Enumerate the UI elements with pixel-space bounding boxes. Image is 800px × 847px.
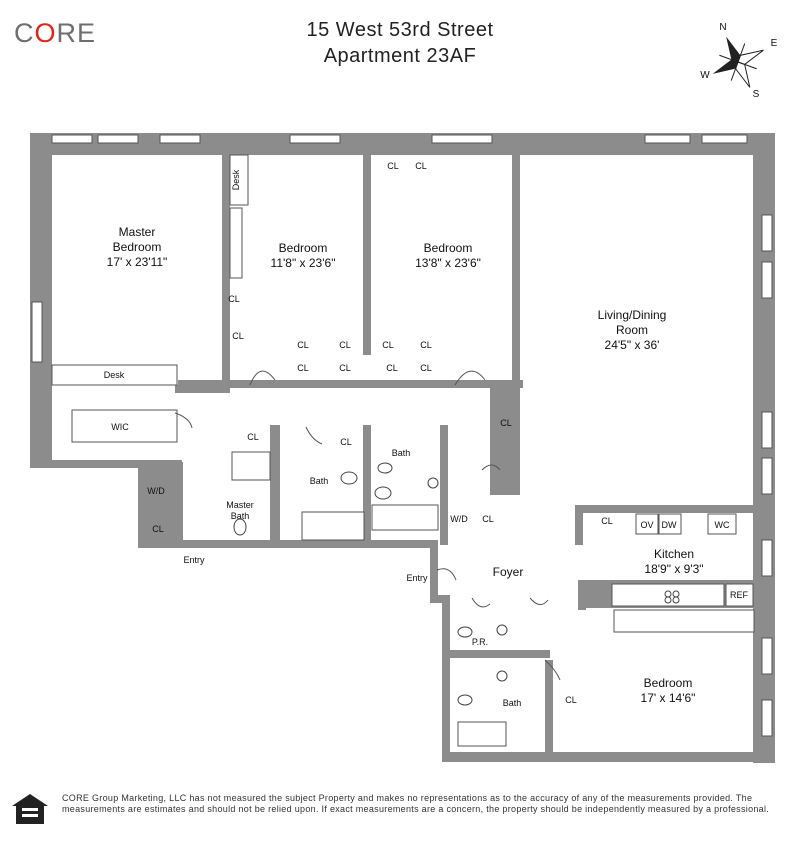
compass-w: W <box>700 70 710 81</box>
windows <box>31 134 773 737</box>
master-bath-label1: Master <box>226 500 254 510</box>
powder-room-label: P.R. <box>472 637 488 647</box>
closet-label: CL <box>420 363 432 373</box>
master-bedroom-name1: Master <box>119 225 156 239</box>
wine-cooler-label: WC <box>715 520 730 530</box>
closet-label: CL <box>500 418 512 428</box>
closet-label: CL <box>339 340 351 350</box>
master-bath-label2: Bath <box>231 511 250 521</box>
fixtures <box>51 154 755 747</box>
logo-text: CORE <box>14 18 97 48</box>
closet-label: CL <box>152 524 164 534</box>
closet-label: CL <box>297 363 309 373</box>
desk-label: Desk <box>104 370 125 380</box>
dishwasher-label: DW <box>662 520 677 530</box>
bedroom-2-dims: 11'8" x 23'6" <box>271 256 336 270</box>
closet-label: CL <box>232 331 244 341</box>
closet-label: CL <box>420 340 432 350</box>
washer-dryer-label-2: W/D <box>450 514 468 524</box>
compass-icon <box>712 36 764 88</box>
bedroom-4-name: Bedroom <box>644 676 693 690</box>
closet-label: CL <box>228 294 240 304</box>
desk-label-2: Desk <box>231 169 241 190</box>
living-name2: Room <box>616 323 648 337</box>
oven-label: OV <box>640 520 653 530</box>
closet-label: CL <box>601 516 613 526</box>
bedroom-2-name: Bedroom <box>279 241 328 255</box>
foyer-label: Foyer <box>493 565 524 579</box>
compass-e: E <box>771 38 778 49</box>
closet-label: CL <box>482 514 494 524</box>
closet-label: CL <box>565 695 577 705</box>
closet-label: CL <box>382 340 394 350</box>
refrigerator-label: REF <box>730 590 749 600</box>
living-dims: 24'5" x 36' <box>605 338 660 352</box>
washer-dryer-label-1: W/D <box>147 486 165 496</box>
entry-label-2: Entry <box>406 573 428 583</box>
door-swings <box>174 370 561 681</box>
closet-labels: CL CL CL CL CL CL CL CL CL CL CL CL CL C… <box>152 161 613 705</box>
living-name1: Living/Dining <box>598 308 667 322</box>
bath-label-2: Bath <box>392 448 411 458</box>
entry-label-1: Entry <box>183 555 205 565</box>
address-title: 15 West 53rd Street <box>306 19 494 41</box>
kitchen-name: Kitchen <box>654 547 694 561</box>
master-bedroom-dims: 17' x 23'11" <box>107 255 168 269</box>
bedroom-4-dims: 17' x 14'6" <box>641 691 696 705</box>
closet-label: CL <box>297 340 309 350</box>
closet-label: CL <box>340 437 352 447</box>
core-logo: CORE <box>14 18 96 49</box>
bath-label-3: Bath <box>503 698 522 708</box>
unit-title: Apartment 23AF <box>323 45 477 67</box>
bath-label-1: Bath <box>310 476 329 486</box>
closet-label: CL <box>415 161 427 171</box>
plumbing-fixtures <box>233 462 680 706</box>
kitchen-dims: 18'9" x 9'3" <box>644 562 703 576</box>
closet-label: CL <box>387 161 399 171</box>
closet-label: CL <box>247 432 259 442</box>
equal-housing-icon <box>12 794 48 824</box>
disclaimer-text: CORE Group Marketing, LLC has not measur… <box>62 793 770 814</box>
closet-label: CL <box>339 363 351 373</box>
bedroom-3-name: Bedroom <box>424 241 473 255</box>
master-bedroom-name2: Bedroom <box>113 240 162 254</box>
closet-label: CL <box>386 363 398 373</box>
wic-label: WIC <box>111 422 129 432</box>
compass-s: S <box>753 89 760 100</box>
compass-n: N <box>719 22 726 33</box>
bedroom-3-dims: 13'8" x 23'6" <box>415 256 481 270</box>
